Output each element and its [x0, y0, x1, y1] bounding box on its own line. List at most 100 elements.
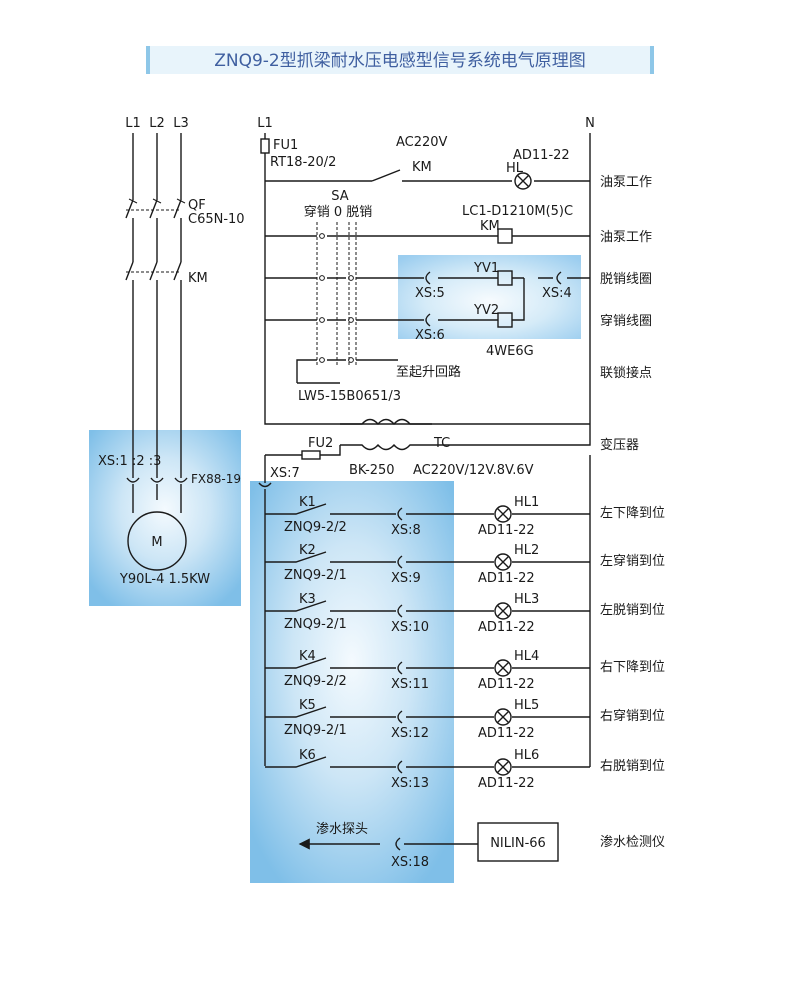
- xs5-socket-icon: [425, 271, 431, 285]
- desc-transformer: 变压器: [600, 437, 639, 453]
- motor-model: Y90L-4 1.5KW: [119, 572, 210, 587]
- lamp-model: AD11-22: [513, 148, 570, 163]
- yv2-coil-icon: [497, 312, 513, 328]
- yv1-label: YV1: [473, 261, 499, 276]
- xs6-socket-icon: [425, 313, 431, 327]
- signal-switch-wire: [265, 706, 396, 718]
- transformer: FU2 TC BK-250 AC220V/12V.8V.6V XS:7: [258, 418, 591, 766]
- xs7-label: XS:7: [270, 466, 300, 481]
- xs6-label: XS:6: [415, 328, 445, 343]
- signal-common-bus: [258, 455, 272, 766]
- signal-socket-icon: [397, 555, 403, 569]
- signal-switch-model: ZNQ9-2/1: [284, 723, 347, 738]
- signal-description: 右下降到位: [600, 660, 665, 675]
- pump-lamp-row: [265, 169, 590, 182]
- signal-switch-label: K3: [299, 592, 316, 607]
- signal-lamp-label: HL6: [514, 748, 539, 763]
- signal-lamp-icon: [494, 659, 512, 677]
- signal-lamp-cross-icon: [496, 604, 510, 618]
- signal-socket-icon: [397, 507, 403, 521]
- leak-probe-label: 渗水探头: [316, 822, 368, 837]
- qf-label: QF: [188, 198, 206, 213]
- signal-switch-model: ZNQ9-2/1: [284, 617, 347, 632]
- signal-lamp-model: AD11-22: [478, 571, 535, 586]
- signal-socket-label: XS:13: [391, 776, 429, 791]
- lift-circuit-label: 至起升回路: [396, 364, 461, 380]
- yv1-coil-icon: [497, 270, 513, 286]
- km-coil-icon: [497, 228, 513, 244]
- insert-coil-row: [265, 278, 525, 321]
- yv2-label: YV2: [473, 303, 499, 318]
- desc-leak-detector: 渗水检测仪: [600, 835, 665, 850]
- title-left-accent: [146, 46, 150, 74]
- signal-socket-label: XS:8: [391, 523, 421, 538]
- leak-device-label: NILIN-66: [490, 836, 546, 851]
- sa-positions: 穿销 0 脱销: [304, 204, 373, 220]
- control-l1-label: L1: [257, 116, 273, 131]
- signal-switch-model: ZNQ9-2/2: [284, 674, 347, 689]
- signal-lamp-model: AD11-22: [478, 620, 535, 635]
- signal-socket-icon: [397, 604, 403, 618]
- signal-water-panel: [250, 481, 454, 883]
- motor-icon: [127, 511, 187, 571]
- qf-model: C65N-10: [188, 212, 245, 227]
- signal-lamp-model: AD11-22: [478, 523, 535, 538]
- signal-lamp-icon: [494, 602, 512, 620]
- signal-switch-label: K4: [299, 649, 316, 664]
- sa-selector-switch: [316, 222, 357, 367]
- signal-lamp-label: HL3: [514, 592, 539, 607]
- km-coil-label: KM: [480, 219, 500, 234]
- motor-water-panel: [89, 430, 241, 606]
- control-n-label: N: [585, 116, 595, 131]
- descriptions: 油泵工作 油泵工作 脱销线圈 穿销线圈 联锁接点 变压器 渗水检测仪: [600, 175, 665, 850]
- xs4-label: XS:4: [542, 286, 572, 301]
- signal-socket-label: XS:11: [391, 677, 429, 692]
- signal-socket-label: XS:10: [391, 620, 429, 635]
- signal-lamp-icon: [494, 758, 512, 776]
- km-contact-label: KM: [412, 160, 432, 175]
- signal-switch-model: ZNQ9-2/2: [284, 520, 347, 535]
- desc-pump-2: 油泵工作: [600, 230, 652, 245]
- phase-l1-label: L1: [125, 116, 141, 131]
- phase-l3-label: L3: [173, 116, 189, 131]
- signal-lamp-label: HL1: [514, 495, 539, 510]
- signal-description: 右脱销到位: [600, 759, 665, 774]
- interlock-row: [296, 359, 398, 383]
- signal-switch-label: K5: [299, 698, 316, 713]
- motor-connector-label: XS:1 :2 :3: [98, 454, 161, 469]
- title-right-accent: [650, 46, 654, 74]
- signal-socket-label: XS:12: [391, 726, 429, 741]
- signal-lamp-label: HL4: [514, 649, 539, 664]
- signal-switch-label: K1: [299, 495, 316, 510]
- signal-lamp-cross-icon: [496, 507, 510, 521]
- sa-label: SA: [331, 189, 348, 204]
- xs4-socket-icon: [556, 271, 562, 285]
- signal-lamp-label: HL2: [514, 543, 539, 558]
- plug-icons: [126, 477, 188, 513]
- leak-device-box: [477, 822, 559, 862]
- fuse-fu1-icon: [260, 138, 270, 154]
- transformer-model: BK-250: [349, 463, 395, 478]
- signal-description: 左下降到位: [600, 506, 665, 521]
- signal-switch-model: ZNQ9-2/1: [284, 568, 347, 583]
- pump-lamp-icon: [514, 172, 532, 190]
- phase-lines: [125, 133, 186, 478]
- valve-model: 4WE6G: [486, 344, 534, 359]
- title-background: [146, 46, 654, 74]
- signal-socket-icon: [397, 661, 403, 675]
- signal-switch-wire: [265, 600, 396, 612]
- plug-model: FX88-19: [191, 472, 241, 486]
- signal-lamp-cross-icon: [496, 760, 510, 774]
- signal-switch-wire: [265, 657, 396, 669]
- motor-label: M: [151, 535, 162, 550]
- signal-lamp-model: AD11-22: [478, 726, 535, 741]
- signal-switch-wire: [265, 503, 396, 515]
- xs18-socket-icon: [395, 837, 401, 851]
- signal-socket-icon: [397, 710, 403, 724]
